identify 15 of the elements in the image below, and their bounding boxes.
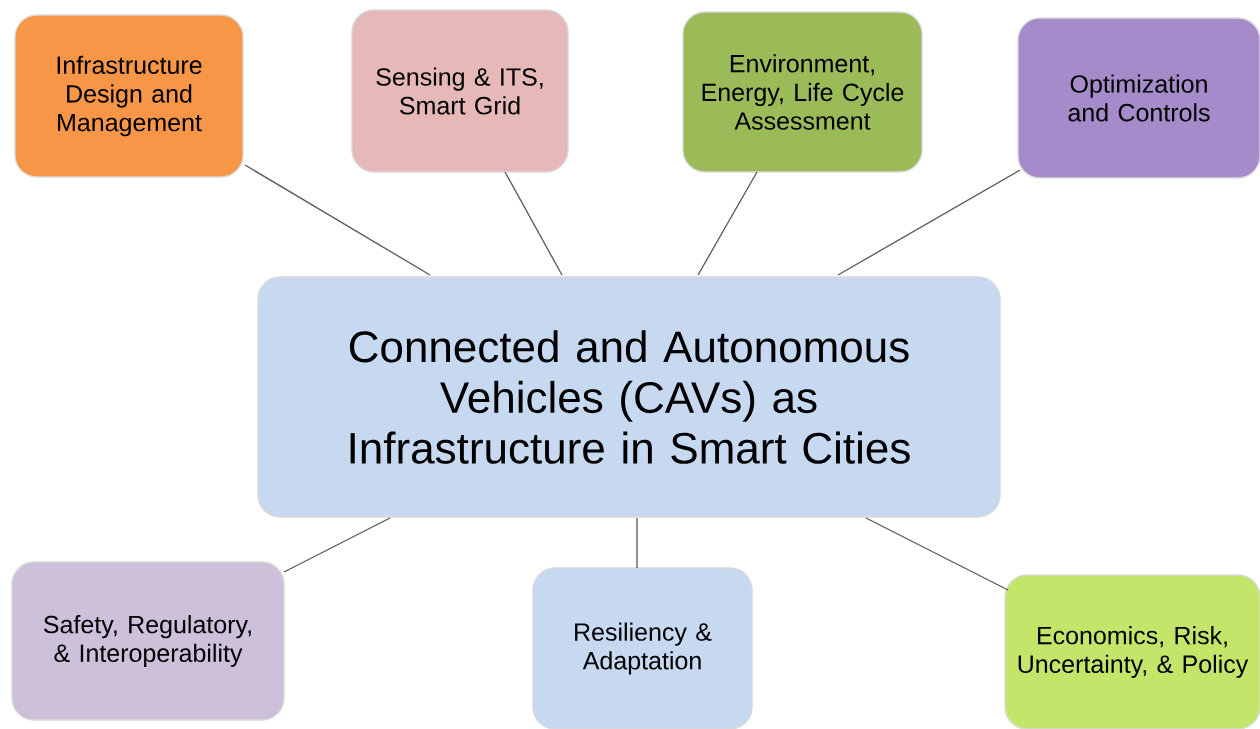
topic-box: Economics, Risk, Uncertainty, & Policy — [1004, 574, 1260, 729]
topic-box: Optimization and Controls — [1017, 17, 1260, 179]
topic-box: Sensing & ITS, Smart Grid — [351, 9, 569, 173]
topic-box: Environment, Energy, Life Cycle Assessment — [682, 11, 923, 173]
connector-line — [837, 169, 1021, 276]
connector-line — [865, 517, 1009, 591]
topic-box: Safety, Regulatory, & Interoperability — [11, 561, 285, 721]
connector-line — [697, 171, 758, 276]
connector-line — [636, 517, 638, 569]
topic-box: Connected and Autonomous Vehicles (CAVs) as Infrastructure in Smart Cities — [257, 276, 1001, 518]
topic-box: Infrastructure Design and Management — [14, 14, 244, 178]
connector-line — [283, 517, 391, 573]
connector-line — [504, 171, 563, 276]
connector-line — [244, 164, 431, 276]
topic-box: Resiliency & Adaptation — [532, 567, 753, 729]
